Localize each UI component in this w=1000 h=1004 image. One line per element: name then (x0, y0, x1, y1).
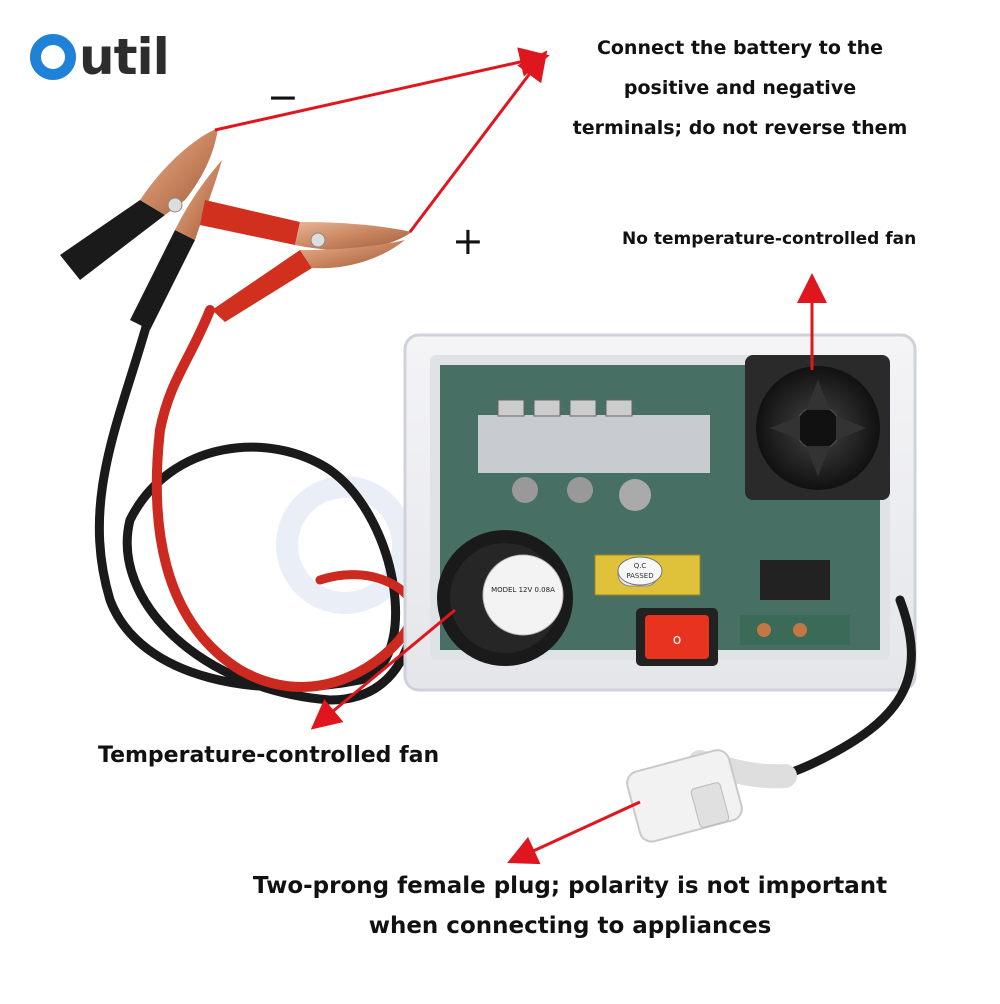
plug-callout-line-2: when connecting to appliances (368, 913, 772, 939)
black-cable (94, 315, 424, 705)
arrow-negative (214, 47, 550, 132)
battery-callout-line-2: positive and negative (623, 77, 857, 99)
fan-no-temp-control (745, 355, 890, 500)
fan-temp-control: MODEL 12V 0.08A (437, 530, 573, 666)
annotation-arrows (214, 47, 827, 865)
battery-callout: Connect the battery to the positive and … (560, 28, 920, 148)
fan-label-text: MODEL 12V 0.08A (491, 586, 555, 594)
logo-text: util (79, 28, 170, 86)
negative-clip (60, 128, 222, 330)
red-cable (151, 305, 415, 692)
brand-logo: util (30, 22, 170, 92)
plug-callout-line-1: Two-prong female plug; polarity is not i… (252, 873, 888, 899)
female-plug (626, 749, 797, 843)
positive-sign: + (452, 219, 484, 263)
plug-callout: Two-prong female plug; polarity is not i… (240, 866, 900, 946)
temp-fan-callout: Temperature-controlled fan (98, 743, 440, 768)
arrow-positive (408, 50, 548, 233)
battery-callout-line-3: terminals; do not reverse them (572, 117, 908, 139)
positive-clip (200, 200, 412, 322)
power-switch[interactable]: o (636, 608, 718, 666)
svg-text:Q.C: Q.C (634, 562, 647, 570)
negative-sign: − (267, 75, 299, 119)
arrow-temp-fan (310, 608, 456, 730)
svg-text:PASSED: PASSED (626, 572, 653, 580)
battery-callout-line-1: Connect the battery to the (596, 37, 884, 59)
no-temp-fan-callout: No temperature-controlled fan (622, 229, 917, 249)
switch-symbol: o (673, 632, 682, 648)
qc-sticker: Q.C PASSED (617, 556, 663, 586)
logo-o-ring (30, 34, 76, 80)
arrow-plug (507, 800, 641, 865)
